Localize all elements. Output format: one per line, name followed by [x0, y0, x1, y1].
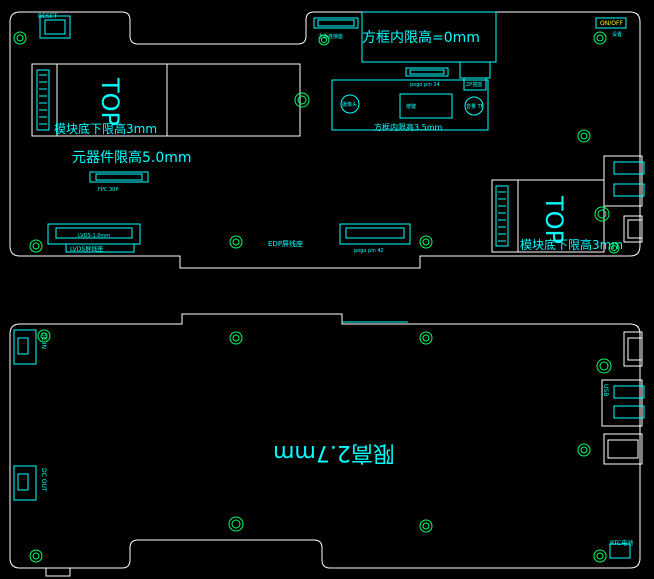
keepout-label: 方框内限高=0mm [362, 29, 480, 46]
edp-connector [339, 223, 411, 245]
module-left-pins [39, 74, 47, 125]
mount-hole-1 [294, 92, 310, 108]
mount-hole-18 [593, 549, 607, 563]
lvds-label: LVDS屏线座 [70, 245, 103, 253]
small-comp-3: 音量 TF [466, 103, 484, 110]
mount-hole-13 [419, 331, 433, 345]
module-left-top-label: TOP [96, 77, 124, 126]
module-right-note: 模块底下限高3mm [520, 237, 623, 252]
mount-hole-7 [29, 239, 43, 253]
component-height-limit: 元器件限高5.0mm [72, 149, 192, 166]
usb-top [603, 155, 645, 207]
mount-hole-11 [37, 329, 51, 343]
mount-hole-10 [608, 242, 620, 254]
reset-button-part [39, 15, 71, 39]
top-connector [313, 17, 359, 29]
rtc-battery [609, 543, 631, 559]
lvds-connector [47, 223, 141, 253]
mount-hole-15 [419, 519, 433, 533]
dc-in-connector [13, 329, 37, 365]
top-connector-label: 主板连接座 [318, 33, 343, 40]
pogo-pin-42-label: pogo pin 42 [354, 248, 384, 254]
mount-hole-5 [229, 235, 243, 249]
box-height-note: 方框内限高3.5mm [374, 122, 443, 132]
usb-label: USB [602, 384, 609, 396]
zif-block [459, 61, 491, 91]
side-tag: 设置 [612, 31, 622, 38]
pogo-pin-24 [405, 67, 449, 77]
rtc-label: RTC电池 [610, 539, 633, 547]
mount-hole-17 [577, 443, 591, 457]
dc-out-label: DC OUT [40, 468, 47, 492]
edp-label: EDP屏线座 [268, 239, 303, 248]
mount-hole-3 [593, 31, 607, 45]
mount-hole-6 [419, 235, 433, 249]
mount-hole-8 [13, 31, 27, 45]
bottom-board [9, 313, 641, 569]
small-comp-1: 摄像头 [342, 101, 357, 108]
module-right [491, 179, 605, 253]
bottom-tab [45, 567, 71, 577]
fpc-connector [89, 171, 149, 183]
pogo-pin-24-label: pogo pin 24 [410, 82, 440, 88]
module-right-pins [498, 191, 506, 242]
small-comp-2: 按键 [406, 103, 416, 110]
onoff-tag: ON/OFF [600, 20, 623, 27]
zif-label: 2P插座 [466, 81, 482, 88]
box-3-5mm [331, 79, 489, 131]
fpc-label: FPC 30P [98, 187, 118, 193]
usb-bottom [601, 379, 645, 427]
mount-hole-16 [29, 549, 43, 563]
module-left [31, 63, 301, 137]
module-left-note: 模块底下限高3mm [54, 121, 157, 136]
reset-tag: RESET [38, 13, 58, 20]
keepout-box [361, 11, 497, 63]
lvds-part: LVDS-1.0mm [78, 233, 110, 239]
mount-hole-4 [577, 129, 591, 143]
dc-out-connector [13, 465, 37, 501]
dc-in-label: DC IN [40, 332, 47, 349]
audio-jack-top [623, 215, 643, 243]
audio-jack-bottom [623, 331, 643, 367]
onoff-part [595, 17, 627, 29]
mount-hole-19 [596, 358, 612, 374]
top-board-outline [9, 11, 641, 269]
top-board [9, 11, 641, 269]
mount-hole-12 [229, 331, 243, 345]
mount-hole-14 [228, 516, 244, 532]
bottom-board-outline [9, 313, 641, 569]
jack-bottom-2 [603, 433, 643, 465]
mount-hole-2 [318, 34, 330, 46]
mount-hole-9 [594, 206, 610, 222]
bottom-height-limit: 限高2.7mm [273, 440, 395, 465]
module-right-top-label: TOP [540, 195, 568, 244]
